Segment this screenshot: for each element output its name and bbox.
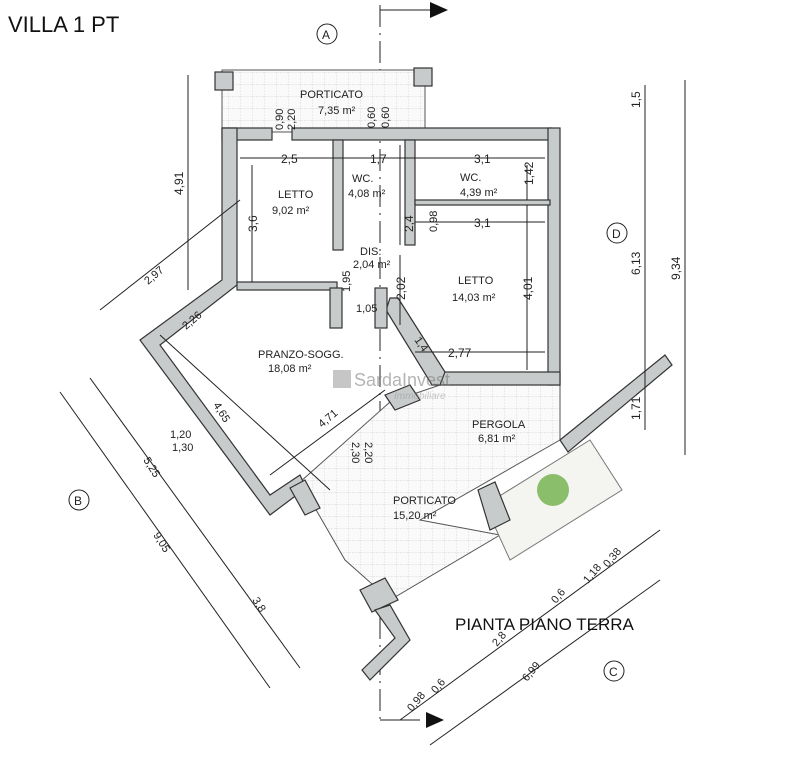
room-name: PORTICATO bbox=[300, 89, 363, 101]
dim-label: 2,30 bbox=[349, 442, 361, 463]
dim-label: 3,1 bbox=[474, 152, 491, 166]
room-name: WC. bbox=[352, 173, 373, 185]
dim-label: 0,98 bbox=[428, 211, 440, 232]
mark-b: B bbox=[74, 494, 82, 508]
dim-label: 3,6 bbox=[246, 215, 260, 232]
page-title: VILLA 1 PT bbox=[8, 12, 119, 37]
porticato-top-area bbox=[221, 69, 426, 133]
room-area: 18,08 m² bbox=[268, 363, 312, 375]
room-name: PORTICATO bbox=[393, 495, 456, 507]
watermark-brand: SardaInvest bbox=[354, 370, 450, 390]
dim-label: 6,99 bbox=[520, 660, 543, 684]
dim-label: 0,6 bbox=[549, 586, 568, 605]
dim-label: 2,4 bbox=[402, 215, 416, 232]
dim-label: 1,5 bbox=[629, 91, 643, 108]
dim-label: 1,30 bbox=[172, 442, 193, 454]
dim-label: 2,77 bbox=[448, 346, 472, 360]
dim-label: 1,7 bbox=[370, 152, 387, 166]
dim-label: 2,97 bbox=[142, 264, 166, 287]
room-area: 7,35 m² bbox=[318, 105, 356, 117]
room-name: PERGOLA bbox=[472, 419, 526, 431]
room-name: LETTO bbox=[278, 189, 314, 201]
dim-label: 4,71 bbox=[316, 407, 340, 430]
dim-label: 4,91 bbox=[172, 171, 186, 195]
room-area: 15,20 m² bbox=[393, 510, 437, 522]
dim-label: 2,02 bbox=[394, 276, 408, 300]
room-name: LETTO bbox=[458, 275, 494, 287]
dim-label: 1,20 bbox=[170, 429, 191, 441]
room-name: DIS. bbox=[360, 246, 381, 258]
dim-label: 5,25 bbox=[140, 455, 162, 480]
room-area: 2,04 m² bbox=[353, 259, 391, 271]
dim-label: 3,8 bbox=[249, 595, 267, 614]
section-arrow-icon bbox=[430, 2, 448, 18]
room-name: WC. bbox=[460, 172, 481, 184]
dim-label: 2,20 bbox=[286, 109, 298, 130]
orientation-marks: A B C D bbox=[68, 23, 628, 682]
dim-label: 2,5 bbox=[281, 152, 298, 166]
mark-d: D bbox=[612, 227, 621, 241]
room-area: 4,39 m² bbox=[460, 187, 498, 199]
room-area: 4,08 m² bbox=[348, 188, 386, 200]
room-area: 6,81 m² bbox=[478, 433, 516, 445]
mark-a: A bbox=[322, 28, 330, 42]
room-area: 9,02 m² bbox=[272, 205, 310, 217]
dim-label: 3,1 bbox=[474, 216, 491, 230]
section-arrow-icon bbox=[426, 712, 444, 728]
dim-label: 0,60 bbox=[380, 107, 392, 128]
dim-label: 1,71 bbox=[629, 396, 643, 420]
dim-label: 6,13 bbox=[629, 251, 643, 275]
dim-label: 1,95 bbox=[341, 271, 353, 292]
watermark-logo-icon bbox=[333, 370, 351, 388]
plant-icon bbox=[537, 474, 569, 506]
dim-label: 1,42 bbox=[522, 161, 536, 185]
dimension-lines bbox=[59, 75, 686, 746]
room-name: PRANZO-SOGG. bbox=[258, 349, 344, 361]
room-area: 14,03 m² bbox=[452, 292, 496, 304]
dim-label: 2,20 bbox=[362, 442, 374, 463]
walls bbox=[139, 67, 673, 681]
dim-label: 4,01 bbox=[521, 276, 535, 300]
dim-label: 0,60 bbox=[366, 107, 378, 128]
mark-c: C bbox=[609, 665, 618, 679]
dim-label: 0,38 bbox=[601, 546, 624, 570]
dim-label: 0,90 bbox=[274, 109, 286, 130]
dim-label: 0,6 bbox=[429, 676, 448, 695]
watermark: SardaInvest Immobiliare bbox=[333, 370, 450, 402]
plan-title: PIANTA PIANO TERRA bbox=[455, 615, 635, 634]
dim-label: 1,05 bbox=[356, 303, 377, 315]
watermark-sub: Immobiliare bbox=[394, 391, 446, 402]
dim-label: 9,05 bbox=[150, 530, 172, 555]
room-labels: PORTICATO 7,35 m² LETTO 9,02 m² WC. 4,08… bbox=[258, 89, 526, 522]
dim-label: 9,34 bbox=[669, 256, 683, 280]
